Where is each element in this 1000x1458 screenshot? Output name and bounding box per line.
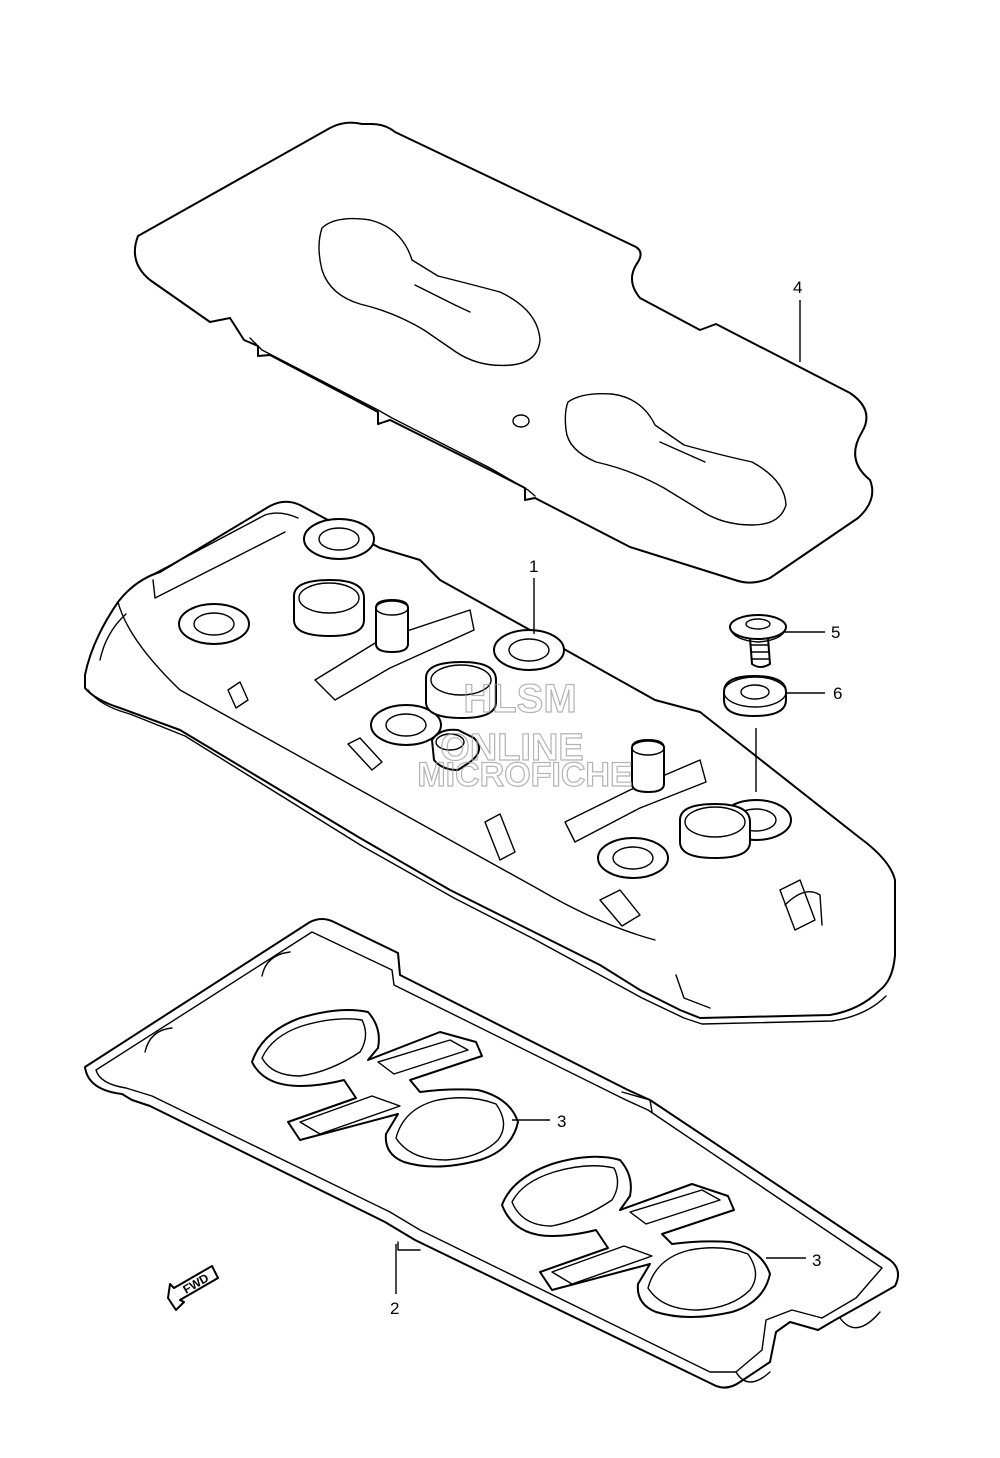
callout-3-upper: 3 <box>557 1112 566 1131</box>
watermark-line-1: HLSM <box>463 677 576 721</box>
fwd-arrow-icon: FWD <box>167 1265 219 1311</box>
watermark-line-3: MICROFICHE <box>417 756 632 794</box>
leader-lines <box>395 300 825 1294</box>
part-6-washer <box>723 675 787 717</box>
watermark: HLSM ONLINE MICROFICHE <box>417 676 634 794</box>
part-5-bolt <box>729 614 787 668</box>
part-4-cover-sheet <box>134 121 874 584</box>
callout-3-lower: 3 <box>812 1251 821 1270</box>
watermark-line-2: ONLINE <box>440 727 584 769</box>
callout-1: 1 <box>529 557 538 576</box>
part-3-plug-hole-gaskets <box>251 1009 771 1318</box>
part-1-cylinder-head-cover <box>84 500 896 1025</box>
callout-2: 2 <box>390 1299 399 1318</box>
callout-6: 6 <box>833 684 842 703</box>
callout-numbers: 4 1 5 6 3 3 2 <box>390 278 842 1318</box>
callout-4: 4 <box>793 278 802 297</box>
callout-5: 5 <box>831 623 840 642</box>
